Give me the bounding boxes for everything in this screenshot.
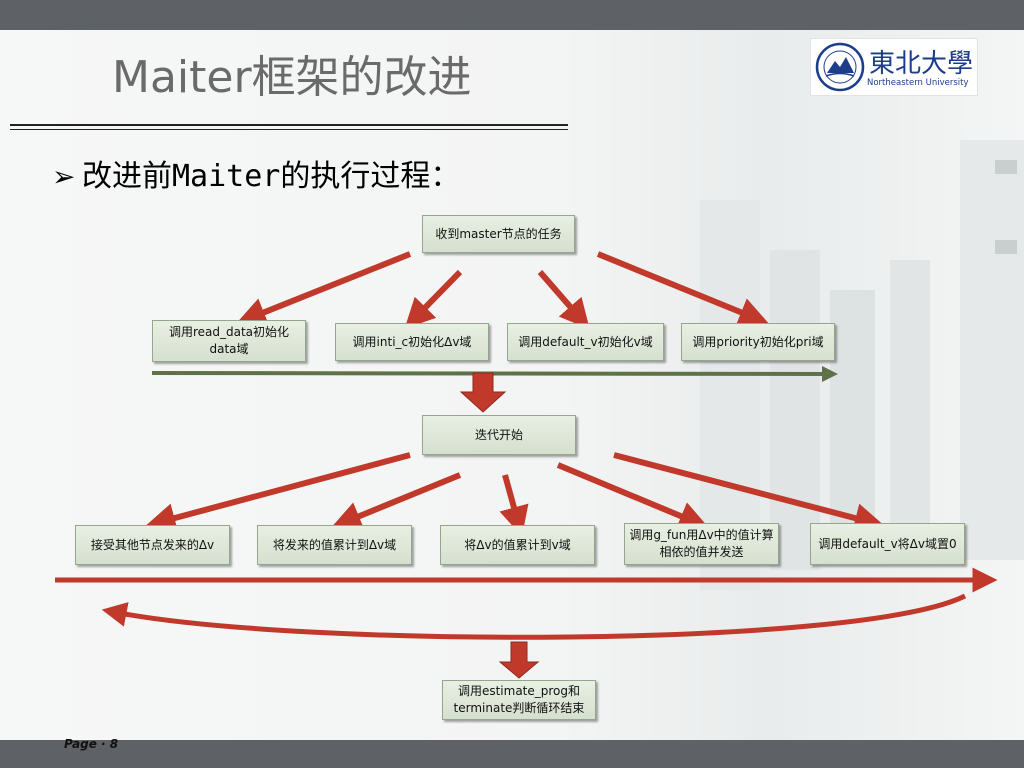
logo-english-name: Northeastern University [867,78,969,88]
arrow-loop-back [101,593,967,640]
logo-chinese-name: 東北大學 [869,49,974,79]
arrow-receive-to-priority [596,251,769,327]
arrow-iterate-to-accept [145,452,411,533]
arrow-iterate-to-accumulate-dv [331,472,462,531]
node-priority-init: 调用priority初始化pri域 [681,323,835,361]
arrow-iterate-to-reset-dv [613,452,885,533]
arrow-receive-to-read-data [236,251,412,327]
university-seal-icon [815,42,865,92]
arrow-iterate-to-g-fun [556,462,709,531]
node-receive-master-task: 收到master节点的任务 [422,215,575,253]
node-inti-c-init: 调用inti_c初始化Δv域 [335,323,489,361]
node-g-fun-send: 调用g_fun用Δv中的值计算相依的值并发送 [624,523,779,565]
subtitle: ➢改进前Maiter的执行过程： [52,155,460,199]
page-title: Maiter框架的改进 [112,52,472,103]
university-logo: 東北大學 Northeastern University [810,38,978,96]
arrow-iterate-to-accumulate-v [499,474,529,537]
node-iterate-start: 迭代开始 [422,415,576,455]
page-number: Page · 8 [64,737,119,751]
arrow-receive-to-inti-c [404,269,463,329]
arrow-down-to-iterate [459,372,507,413]
title-underline [10,124,568,126]
node-accumulate-to-dv: 将发来的值累计到Δv域 [257,525,412,565]
node-default-v-init: 调用default_v初始化v域 [507,323,664,361]
title-underline-thin [10,129,568,130]
arrow-receive-to-default-v [537,270,590,330]
node-read-data-init: 调用read_data初始化data域 [152,320,306,362]
subtitle-text: 改进前Maiter的执行过程： [82,159,461,194]
bottom-bar [0,740,1024,768]
node-accept-dv: 接受其他节点发来的Δv [75,525,230,565]
arrow-down-to-terminate [498,641,540,679]
node-terminate-check: 调用estimate_prog和terminate判断循环结束 [442,680,596,720]
node-reset-dv: 调用default_v将Δv域置0 [810,523,965,565]
bullet-arrow-icon: ➢ [52,160,76,193]
node-accumulate-to-v: 将Δv的值累计到v域 [440,525,595,565]
top-bar [0,0,1024,30]
